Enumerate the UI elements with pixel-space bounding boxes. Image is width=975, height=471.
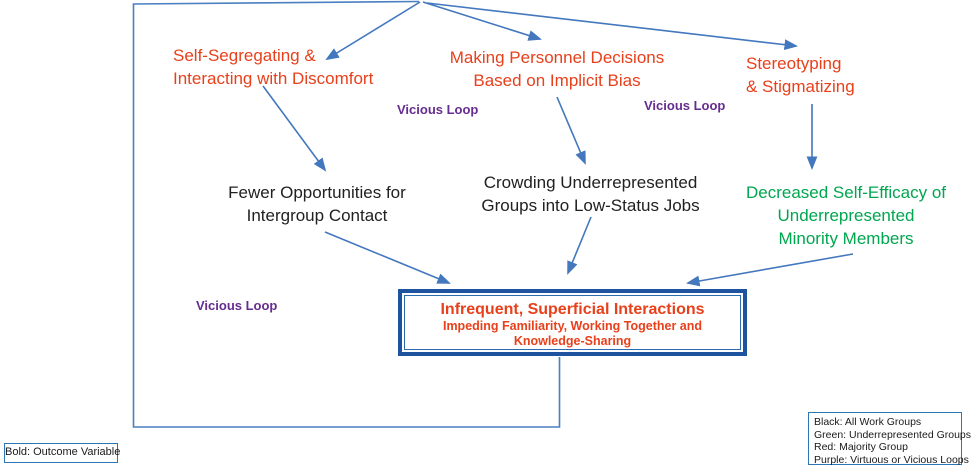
- node-decreased-self-efficacy-line2: Underrepresented: [777, 206, 915, 225]
- arrow-making-to-crowding: [556, 96, 586, 165]
- outcome-box-subtitle-line2: Knowledge-Sharing: [513, 334, 632, 348]
- node-stereotyping: Stereotyping & Stigmatizing: [746, 52, 855, 98]
- outcome-variable-note: Bold: Outcome Variable: [4, 443, 120, 463]
- node-fewer-opportunities-line2: Intergroup Contact: [246, 206, 388, 225]
- node-crowding-line2: Groups into Low-Status Jobs: [481, 196, 700, 215]
- node-decreased-self-efficacy-line3: Minority Members: [778, 229, 914, 248]
- vicious-loop-label-3: Vicious Loop: [196, 298, 278, 313]
- color-legend: Black: All Work Groups Green: Underrepre…: [808, 412, 972, 466]
- arrow-apex-to-making-decisions: [422, 1, 542, 41]
- node-fewer-opportunities-line1: Fewer Opportunities for: [228, 183, 406, 202]
- node-self-segregating-line2: Interacting with Discomfort: [173, 69, 374, 88]
- node-fewer-opportunities: Fewer Opportunities for Intergroup Conta…: [217, 181, 417, 227]
- legend-green: Green: Underrepresented Groups: [814, 428, 972, 441]
- node-decreased-self-efficacy-line1: Decreased Self-Efficacy of: [746, 183, 946, 202]
- node-crowding-line1: Crowding Underrepresented: [483, 173, 698, 192]
- node-crowding: Crowding Underrepresented Groups into Lo…: [478, 171, 703, 217]
- arrow-fewer-to-outcome: [324, 231, 451, 284]
- outcome-box: Infrequent, Superficial Interactions Imp…: [398, 289, 747, 356]
- outcome-box-subtitle-line1: Impeding Familiarity, Working Together a…: [442, 319, 703, 333]
- outcome-box-inner: Infrequent, Superficial Interactions Imp…: [404, 295, 741, 350]
- node-making-decisions: Making Personnel Decisions Based on Impl…: [447, 46, 667, 92]
- node-decreased-self-efficacy: Decreased Self-Efficacy of Underrepresen…: [746, 181, 946, 250]
- node-stereotyping-line1: Stereotyping: [746, 54, 842, 73]
- legend-black: Black: All Work Groups: [814, 416, 922, 428]
- legend-purple: Purple: Virtuous or Vicious Loops: [814, 453, 969, 466]
- node-stereotyping-line2: & Stigmatizing: [746, 77, 855, 96]
- vicious-loop-label-2: Vicious Loop: [644, 98, 726, 113]
- legend-red: Red: Majority Group: [814, 441, 908, 454]
- arrow-selfseg-to-fewer-opportunities: [262, 85, 327, 172]
- arrow-crowding-to-outcome: [567, 216, 592, 275]
- arrow-apex-to-stereotyping: [426, 2, 799, 51]
- node-self-segregating: Self-Segregating & Interacting with Disc…: [173, 44, 373, 90]
- outcome-box-title: Infrequent, Superficial Interactions: [440, 301, 705, 318]
- node-self-segregating-line1: Self-Segregating &: [173, 46, 316, 65]
- vicious-loop-label-1: Vicious Loop: [397, 102, 479, 117]
- arrow-decreased-to-outcome: [685, 253, 854, 287]
- node-making-decisions-line1: Making Personnel Decisions: [449, 48, 665, 67]
- node-making-decisions-line2: Based on Implicit Bias: [473, 71, 641, 90]
